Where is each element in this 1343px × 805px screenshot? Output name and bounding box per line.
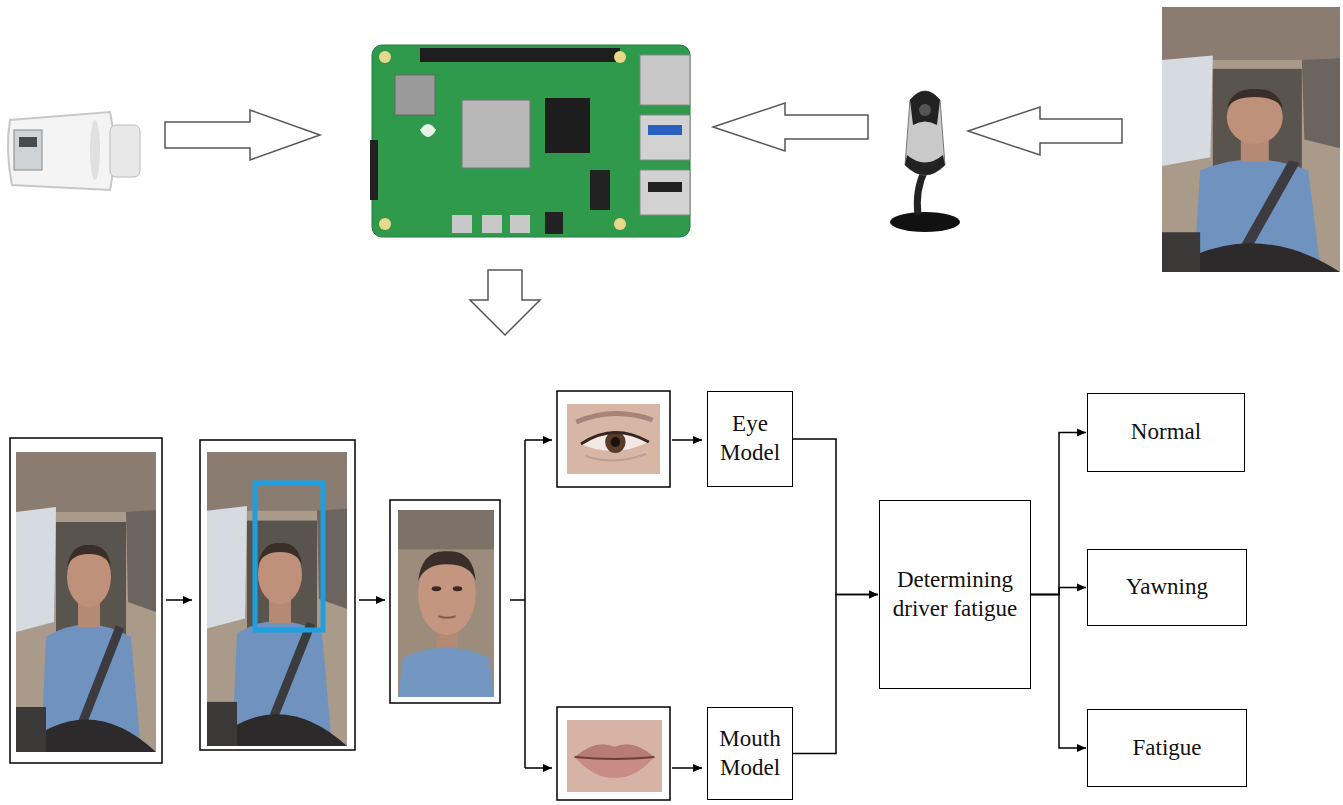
model-box: Eye Model xyxy=(707,391,793,487)
driver-frame xyxy=(207,452,347,746)
flow-connector xyxy=(1031,595,1086,749)
flow-connector xyxy=(1031,433,1086,595)
node-label: Fatigue xyxy=(1133,734,1202,763)
node-label: Determining driver fatigue xyxy=(888,566,1022,624)
eye-crop xyxy=(567,404,660,474)
flow-connector xyxy=(793,439,878,595)
face-box xyxy=(255,483,323,630)
face-crop xyxy=(398,510,494,697)
webcam xyxy=(890,91,960,232)
result-box: Normal xyxy=(1087,393,1245,472)
decision-box: Determining driver fatigue xyxy=(879,500,1031,689)
node-label: Eye Model xyxy=(716,410,784,468)
result-box: Yawning xyxy=(1087,549,1247,626)
image-frame xyxy=(10,391,670,800)
raspberry-pi-board xyxy=(370,45,690,237)
driver-photo xyxy=(1162,7,1340,272)
node-label: Mouth Model xyxy=(716,725,784,783)
node-label: Normal xyxy=(1131,418,1201,447)
node-label: Yawning xyxy=(1126,573,1208,602)
flow-connector xyxy=(793,595,878,754)
flow-arrow xyxy=(166,440,702,768)
flow-connector xyxy=(1031,588,1086,595)
result-box: Fatigue xyxy=(1087,709,1247,787)
usb-charger xyxy=(8,112,140,190)
driver-frame xyxy=(16,452,156,752)
mouth-crop xyxy=(567,720,662,792)
model-box: Mouth Model xyxy=(707,707,793,800)
